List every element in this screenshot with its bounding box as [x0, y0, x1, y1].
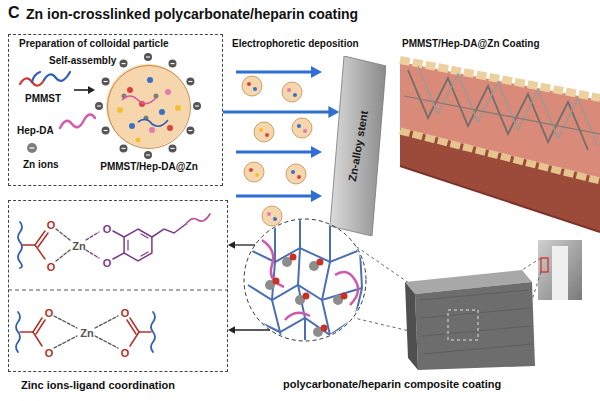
arrowhead [328, 106, 339, 118]
stent-strut-section [538, 240, 582, 300]
particle-label: PMMST/Hep-DA@Zn [100, 161, 198, 172]
vessel-illustration [400, 60, 600, 232]
connector-line [234, 329, 270, 330]
dashed-panel: Zinc ions-ligand coordinationOOZnOOOOZnO… [8, 200, 228, 372]
particle-border [108, 66, 191, 149]
circle-border [244, 219, 366, 341]
panel-heading: Preparation of colloidal particle [19, 38, 168, 49]
deposition-arrows [236, 66, 322, 202]
dashed-panel: Preparation of colloidal particlePMMST/H… [8, 34, 223, 186]
particle-outline [107, 65, 191, 149]
divider [8, 290, 228, 291]
atom-label: O [121, 348, 130, 359]
zn-ion [27, 143, 37, 153]
component-label: Zn ions [23, 159, 59, 170]
atom-label: Zn [72, 241, 85, 252]
step-heading: PMMST/Hep-DA@Zn Coating [402, 38, 540, 49]
step-heading: Electrophoretic deposition [232, 38, 359, 49]
connector [228, 241, 255, 249]
assembly-arrow [74, 86, 95, 94]
stent-body [330, 56, 386, 236]
pmmst-chain [20, 72, 70, 86]
arrowhead [228, 241, 235, 249]
atom-label: O [103, 224, 112, 235]
crosslinked-network [245, 220, 365, 345]
circle-outline [243, 218, 367, 342]
component-label: Hep-DA [17, 125, 54, 136]
atom-label: O [47, 220, 56, 231]
zoom-square [448, 310, 478, 340]
panel-caption: polycarbonate/heparin composite coating [283, 378, 501, 390]
colloidal-particle: PMMST/Hep-DA@Zn [94, 65, 204, 175]
heparin-chain [60, 114, 95, 128]
component-label: PMMST [25, 93, 61, 104]
panel-caption: Zinc ions-ligand coordination [21, 379, 175, 391]
connector-line [223, 111, 329, 114]
particle-art [95, 53, 201, 159]
atom-label: O [45, 308, 54, 319]
figure-title: Zn ion-crosslinked polycarbonate/heparin… [26, 6, 358, 22]
step-label: Self-assembly [49, 55, 116, 66]
atom-label: O [121, 308, 130, 319]
atom-label: O [103, 258, 112, 269]
panel-letter: C [8, 4, 20, 22]
arrowhead [228, 326, 235, 334]
atom-label: Zn [80, 328, 93, 339]
composite-slab [405, 270, 535, 370]
connector [223, 106, 339, 118]
connector-line [234, 244, 255, 245]
atom-label: O [47, 262, 56, 273]
atom-label: O [45, 348, 54, 359]
stent-slab: Zn-alloy stent [330, 56, 386, 236]
connector [228, 326, 270, 334]
minus-mark [30, 147, 35, 148]
structure-carboxylate [16, 312, 155, 352]
structure-catechol [18, 214, 210, 268]
network-circle: polycarbonate/heparin composite coating [243, 218, 367, 342]
small-particles [242, 76, 312, 226]
